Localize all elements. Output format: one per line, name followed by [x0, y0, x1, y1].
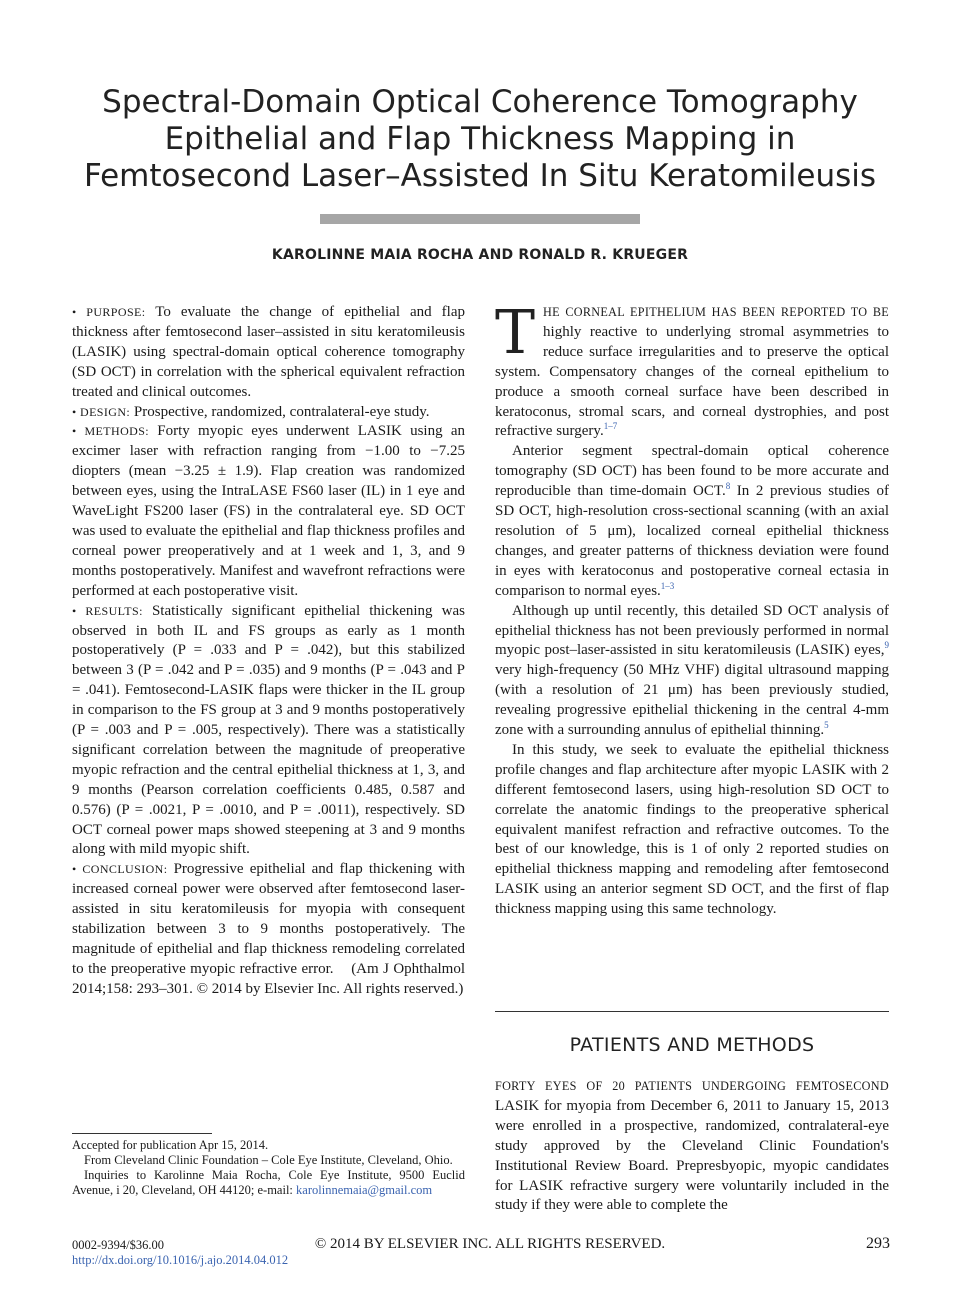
methods-lead-caps: FORTY EYES OF 20 PATIENTS UNDERGOING FEM… [495, 1079, 889, 1093]
conclusion-label: • CONCLUSION: [72, 862, 168, 877]
conclusion-text: Progressive epithelial and flap thickeni… [72, 861, 466, 977]
journal-citation: (Am J Ophthalmol 2014;158: 293–301. © 20… [72, 960, 466, 997]
purpose-text: To evaluate the change of epithelial and… [72, 304, 465, 400]
email-link[interactable]: karolinnemaia@gmail.com [296, 1183, 433, 1197]
abstract-purpose: • PURPOSE: To evaluate the change of epi… [72, 303, 465, 403]
methods-paragraph-1: FORTY EYES OF 20 PATIENTS UNDERGOING FEM… [495, 1077, 889, 1216]
doi-link[interactable]: http://dx.doi.org/10.1016/j.ajo.2014.04.… [72, 1253, 289, 1267]
abstract-design: • DESIGN: Prospective, randomized, contr… [72, 403, 465, 423]
citation-ref[interactable]: 5 [824, 720, 829, 731]
issn-price: 0002-9394/$36.00 [72, 1238, 165, 1252]
design-text: Prospective, randomized, contralateral-e… [133, 403, 430, 420]
intro-lead-caps: HE CORNEAL EPITHELIUM HAS BEEN REPORTED … [543, 305, 889, 319]
citation-ref[interactable]: 1–7 [603, 421, 618, 432]
abstract-column: • PURPOSE: To evaluate the change of epi… [72, 303, 465, 1000]
footnote-divider [72, 1133, 212, 1134]
methods-column: FORTY EYES OF 20 PATIENTS UNDERGOING FEM… [495, 1077, 889, 1216]
inquiries-text: Inquiries to Karolinne Maia Rocha, Cole … [72, 1168, 465, 1197]
inquiries: Inquiries to Karolinne Maia Rocha, Cole … [72, 1168, 465, 1198]
abstract-conclusion: • CONCLUSION: Progressive epithelial and… [72, 860, 465, 999]
results-text: Statistically significant epithelial thi… [72, 602, 465, 858]
footer-copyright: © 2014 BY ELSEVIER INC. ALL RIGHTS RESER… [314, 1236, 666, 1252]
affiliation: From Cleveland Clinic Foundation – Cole … [84, 1153, 453, 1167]
abstract-methods: • METHODS: Forty myopic eyes underwent L… [72, 422, 465, 601]
citation-ref[interactable]: 9 [884, 640, 890, 651]
citation-ref[interactable]: 8 [725, 481, 731, 492]
author-line: KAROLINNE MAIA ROCHA AND RONALD R. KRUEG… [271, 247, 689, 263]
intro-p2b: In 2 previous studies of SD OCT, high-re… [495, 483, 889, 599]
intro-paragraph-3: Although up until recently, this detaile… [495, 602, 889, 741]
intro-p3a: Although up until recently, this detaile… [495, 602, 889, 659]
section-heading-methods: PATIENTS AND METHODS [569, 1034, 815, 1056]
intro-p2a: Anterior segment spectral-domain optical… [495, 443, 889, 500]
title-divider-bar [320, 214, 640, 224]
page-number: 293 [866, 1235, 890, 1252]
intro-p3b: very high-frequency (50 MHz VHF) digital… [495, 662, 889, 739]
purpose-label: • PURPOSE: [72, 305, 146, 319]
methods-paragraph-text: LASIK for myopia from December 6, 2011 t… [495, 1097, 889, 1214]
methods-text: Forty myopic eyes underwent LASIK using … [72, 423, 465, 599]
design-label: • DESIGN: [72, 404, 131, 419]
footer-identifiers: 0002-9394/$36.00 http://dx.doi.org/10.10… [72, 1238, 288, 1268]
results-label: • RESULTS: [72, 603, 143, 618]
intro-paragraph-4: In this study, we seek to evaluate the e… [495, 741, 889, 918]
section-divider [495, 1011, 889, 1012]
drop-cap: T [495, 298, 536, 368]
citation-ref[interactable]: 1–3 [660, 580, 675, 591]
abstract-results: • RESULTS: Statistically significant epi… [72, 602, 465, 861]
article-title: Spectral-Domain Optical Coherence Tomogr… [83, 84, 877, 194]
intro-p1-text: highly reactive to underlying stromal as… [495, 323, 889, 440]
intro-paragraph-2: Anterior segment spectral-domain optical… [495, 442, 889, 601]
footnotes: Accepted for publication Apr 15, 2014. F… [72, 1138, 465, 1198]
accepted-date: Accepted for publication Apr 15, 2014. [72, 1138, 269, 1152]
methods-label: • METHODS: [72, 424, 150, 439]
